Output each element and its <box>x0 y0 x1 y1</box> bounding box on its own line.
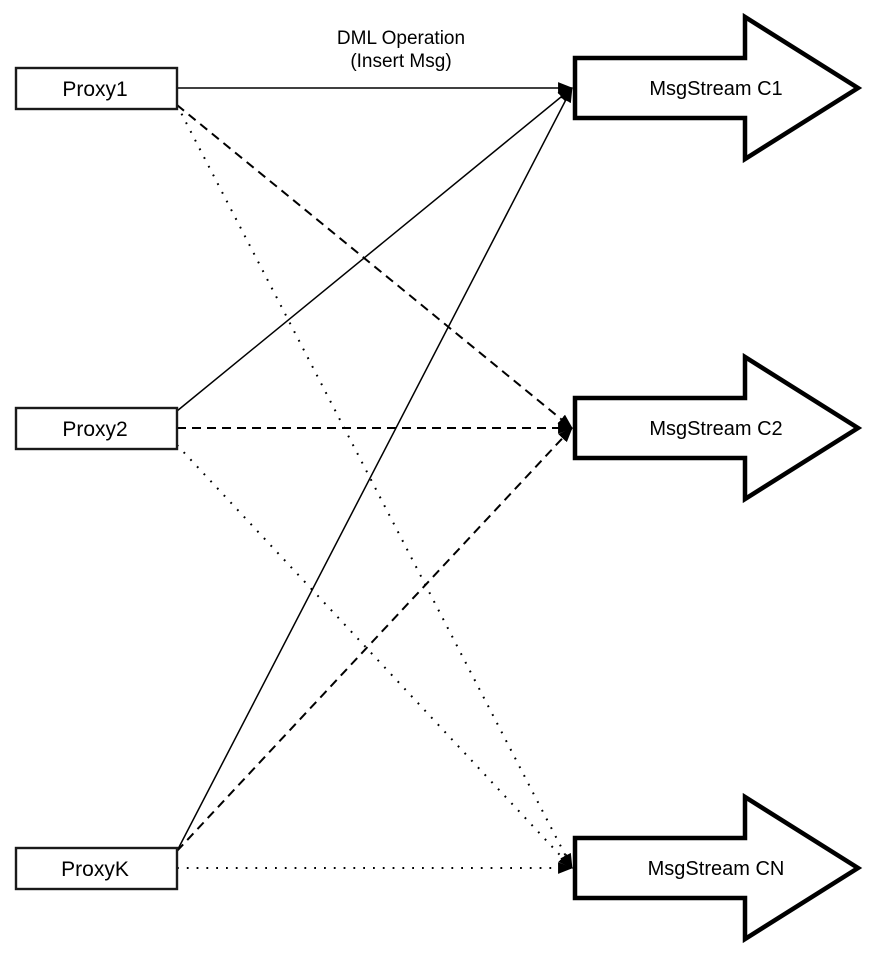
edge-proxy2-c1 <box>176 87 573 412</box>
proxy-box-proxy2 <box>14 406 179 451</box>
edge-proxy2-cn <box>176 444 573 869</box>
annotation-line2: (Insert Msg) <box>350 51 451 72</box>
msgstream-arrow-cn <box>572 792 863 944</box>
edges-layer <box>176 82 574 874</box>
msgstream-label-c2: MsgStream C2 <box>649 418 782 440</box>
proxy-box-proxy1 <box>14 66 179 111</box>
proxy-label-proxy1: Proxy1 <box>62 78 127 101</box>
proxy-label-proxyk: ProxyK <box>61 858 129 881</box>
msgstream-label-cn: MsgStream CN <box>648 858 785 880</box>
edge-proxyk-c1 <box>176 87 573 852</box>
edge-proxy1-cn <box>176 104 573 869</box>
edge-proxy1-c2 <box>176 104 573 429</box>
proxy-label-proxy2: Proxy2 <box>62 418 127 441</box>
msgstream-label-c1: MsgStream C1 <box>649 78 782 100</box>
proxy-box-proxyk <box>14 846 179 891</box>
edge-proxyk-c2 <box>176 427 573 852</box>
annotation-line1: DML Operation <box>337 28 465 49</box>
msgstream-arrow-c1 <box>572 12 863 164</box>
msgstream-arrow-c2 <box>572 352 863 504</box>
